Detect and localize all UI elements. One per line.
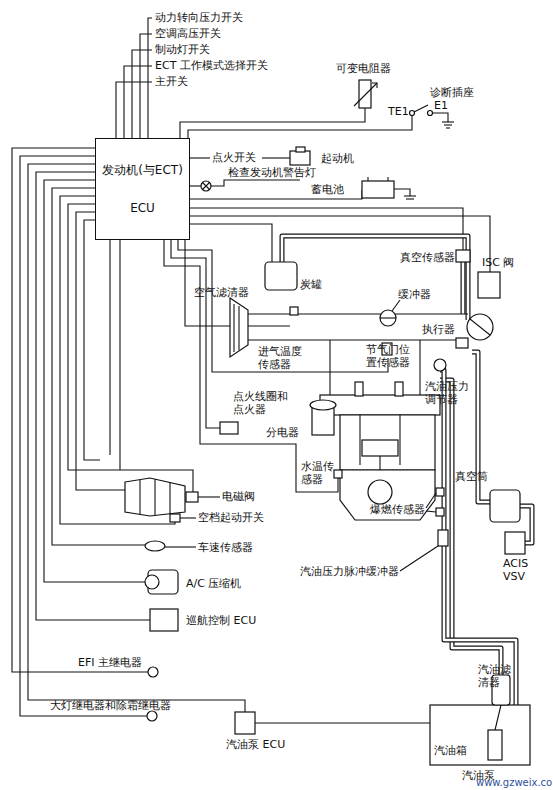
- part-label: 执行器: [422, 323, 455, 336]
- part-label: A/C 压缩机: [186, 577, 241, 590]
- part-label: 水温传感器: [301, 460, 337, 486]
- watermark: www.gzweix.co: [476, 776, 552, 789]
- part-label: 分电器: [266, 426, 299, 439]
- part-label: 蓄电池: [311, 183, 344, 196]
- part-label: TE1: [388, 105, 409, 118]
- part-label: 空气滤清器: [194, 286, 249, 299]
- part-label: 检查发动机警告灯: [228, 166, 316, 179]
- part-label: 巡航控制 ECU: [186, 614, 256, 627]
- part-label: 诊断插座: [430, 86, 474, 99]
- part-label: ISC 阀: [482, 256, 514, 269]
- engine-drawing: [220, 340, 525, 571]
- part-label: 大灯继电器和除霜继电器: [50, 699, 171, 712]
- sensor-wires: [164, 208, 490, 492]
- intake-drawing: [230, 250, 500, 371]
- part-label: 空调高压开关: [155, 27, 221, 40]
- part-label: 电磁阀: [222, 490, 255, 503]
- part-label: 动力转向压力开关: [155, 11, 243, 24]
- part-label: 车速传感器: [198, 541, 253, 554]
- part-label: EFI 主继电器: [78, 656, 142, 669]
- part-label: 起动机: [321, 152, 354, 165]
- part-label: 主开关: [155, 75, 188, 88]
- part-label: ACIS VSV: [503, 557, 533, 583]
- part-label: 可变电阻器: [336, 62, 391, 75]
- node-text: ECU: [130, 200, 155, 216]
- part-label: 汽油压力脉冲缓冲器: [300, 565, 399, 578]
- ecu-box: 发动机(与ECT) ECU: [95, 138, 190, 240]
- part-label: 汽油压力调节器: [425, 380, 473, 406]
- part-label: 制动灯开关: [155, 43, 210, 56]
- part-label: ECT 工作模式选择开关: [155, 59, 268, 72]
- part-label: E1: [434, 99, 448, 112]
- hoses: [282, 236, 532, 708]
- node-text: 发动机(与ECT): [102, 162, 183, 178]
- part-label: 点火开关: [212, 151, 256, 164]
- part-label: 炭罐: [300, 278, 322, 291]
- part-label: 节气门位置传感器: [366, 343, 414, 369]
- part-label: 汽油泵 ECU: [226, 738, 285, 751]
- part-label: 进气温度传感器: [258, 345, 306, 371]
- switch-wires: [116, 18, 412, 138]
- part-label: 真空传感器: [400, 251, 455, 264]
- variable-resistor-symbol: [354, 80, 377, 108]
- part-label: 汽油滤清器: [478, 663, 514, 689]
- part-label: 真空筒: [455, 470, 488, 483]
- part-label: 汽油箱: [434, 744, 467, 757]
- power-wires: [190, 147, 416, 199]
- part-label: 点火线圈和点火器: [233, 390, 293, 416]
- part-label: 爆燃传感器: [370, 503, 425, 516]
- part-label: 空档起动开关: [198, 511, 264, 524]
- part-label: 缓冲器: [398, 288, 431, 301]
